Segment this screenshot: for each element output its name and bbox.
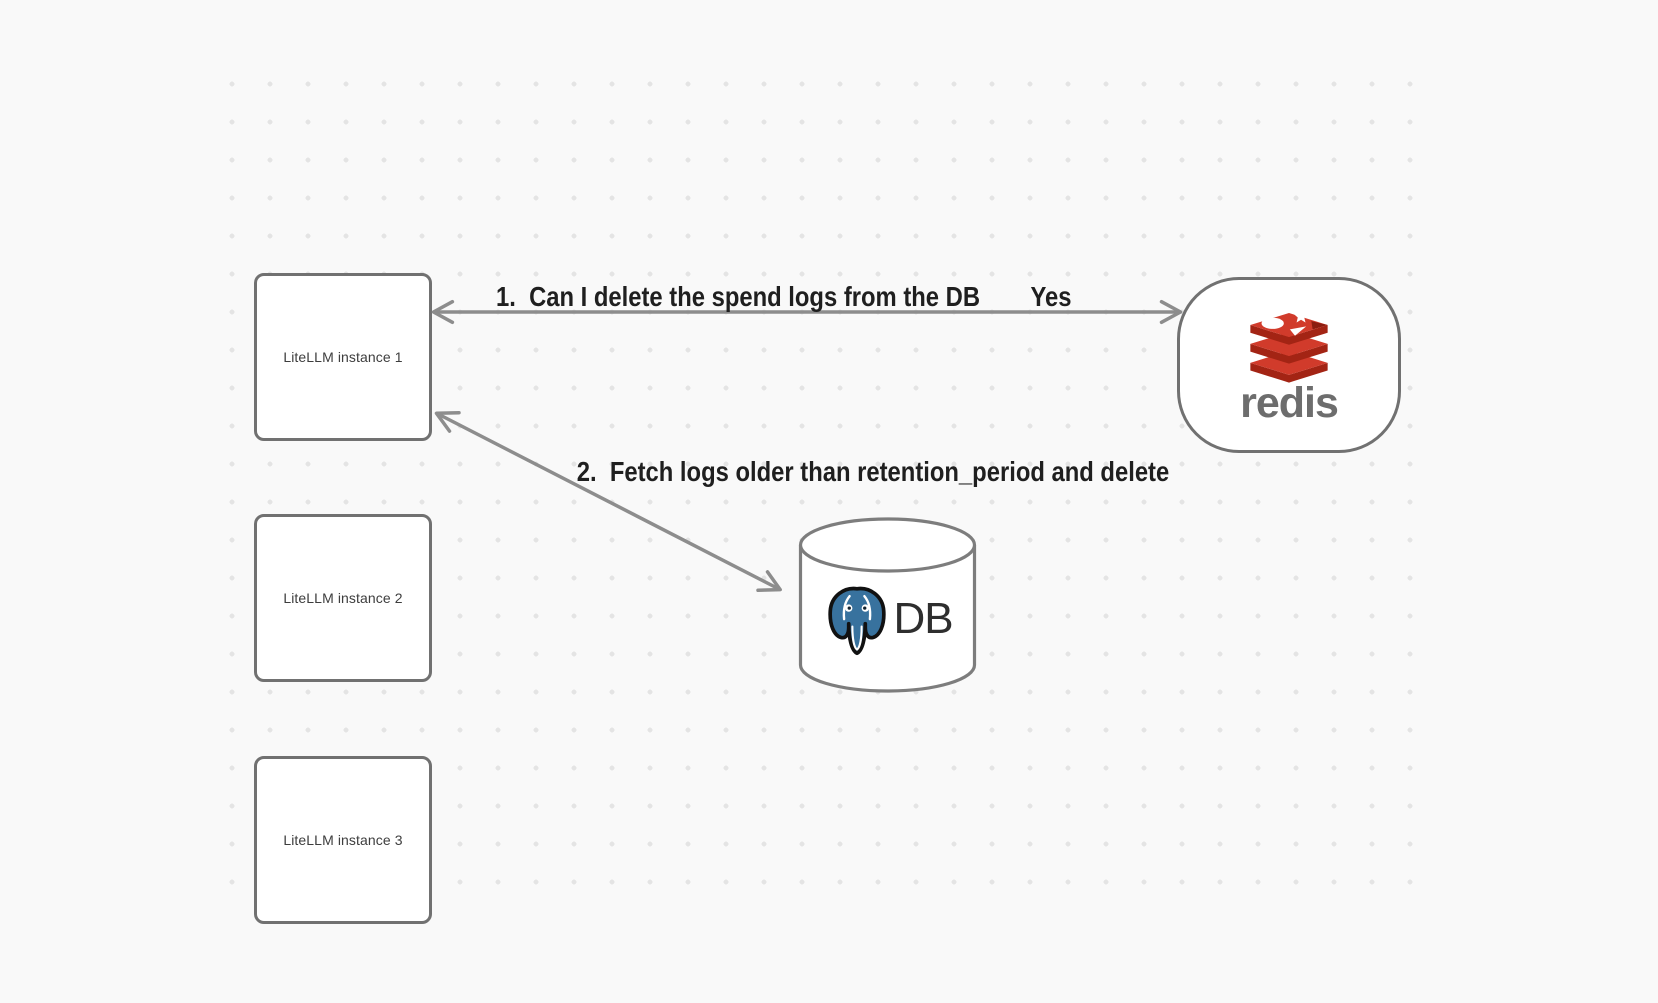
node-litellm-instance-2[interactable]: LiteLLM instance 2 [254,514,432,682]
node-redis[interactable]: redis [1177,277,1401,453]
db-label: DB [893,594,953,643]
postgresql-elephant-icon [828,586,887,656]
node-database[interactable]: DB [795,513,980,693]
db-cylinder-shape [798,517,977,693]
node-litellm-instance-3-label: LiteLLM instance 3 [283,832,403,848]
node-litellm-instance-2-label: LiteLLM instance 2 [283,590,403,606]
redis-wordmark: redis [1240,379,1339,428]
edge-label-redis-query[interactable]: 1. Can I delete the spend logs from the … [495,281,981,312]
node-litellm-instance-1[interactable]: LiteLLM instance 1 [254,273,432,441]
arrow-db-fetch[interactable] [434,410,782,593]
node-litellm-instance-1-label: LiteLLM instance 1 [283,349,403,365]
edge-label-redis-answer[interactable]: Yes [1030,281,1072,312]
node-litellm-instance-3[interactable]: LiteLLM instance 3 [254,756,432,924]
edge-label-db-fetch[interactable]: 2. Fetch logs older than retention_perio… [576,456,1170,487]
redis-logo-icon [1250,309,1328,383]
